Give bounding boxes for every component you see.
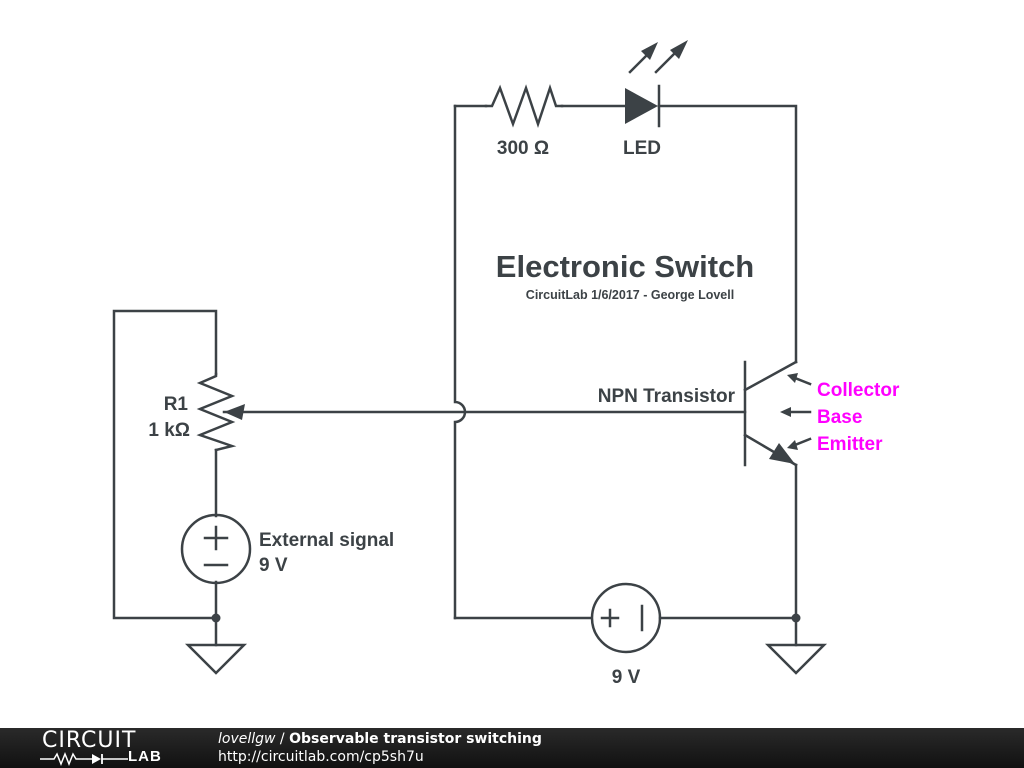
footer-info: lovellgw / Observable transistor switchi… bbox=[218, 730, 542, 766]
ground-left bbox=[184, 613, 248, 675]
footer-bar: CIRCUIT LAB lovellgw / Observable transi… bbox=[0, 728, 1024, 768]
external-signal-value: 9 V bbox=[259, 555, 288, 576]
resistor-300-value: 300 Ω bbox=[497, 138, 549, 159]
led-label: LED bbox=[623, 138, 661, 159]
led[interactable] bbox=[625, 40, 688, 128]
potentiometer-name: R1 bbox=[164, 394, 189, 415]
author-link[interactable]: lovellgw bbox=[218, 731, 276, 747]
npn-transistor[interactable] bbox=[222, 360, 798, 467]
resistor-300-ohm[interactable] bbox=[484, 84, 564, 128]
circuit-url[interactable]: http://circuitlab.com/cp5sh7u bbox=[218, 749, 424, 765]
circuit-schematic: 300 Ω LED Electronic Switch CircuitLab 1… bbox=[112, 40, 900, 688]
potentiometer-value: 1 kΩ bbox=[148, 420, 190, 441]
potentiometer-r1[interactable] bbox=[196, 372, 245, 452]
battery-value: 9 V bbox=[612, 667, 641, 688]
circuitlab-logo[interactable]: CIRCUIT LAB bbox=[40, 730, 180, 766]
base-pointer-arrow bbox=[780, 407, 812, 417]
logo-circuit-icon bbox=[40, 752, 128, 766]
diagram-title: Electronic Switch bbox=[496, 249, 754, 284]
transistor-label: NPN Transistor bbox=[598, 386, 736, 407]
logo-circuit-text: CIRCUIT bbox=[42, 728, 137, 753]
battery-9v[interactable] bbox=[590, 582, 662, 654]
logo-lab-text: LAB bbox=[128, 748, 162, 765]
circuit-title: Observable transistor switching bbox=[289, 731, 542, 747]
diagram-subtitle: CircuitLab 1/6/2017 - George Lovell bbox=[526, 288, 734, 302]
base-annotation: Base bbox=[817, 407, 862, 428]
collector-annotation: Collector bbox=[817, 380, 900, 401]
ground-right bbox=[764, 613, 828, 675]
emitter-pointer-arrow bbox=[787, 437, 812, 450]
emitter-annotation: Emitter bbox=[817, 434, 883, 455]
external-signal-label: External signal bbox=[259, 530, 394, 551]
footer-separator: / bbox=[275, 731, 290, 747]
collector-pointer-arrow bbox=[787, 373, 812, 386]
external-signal-source[interactable] bbox=[180, 513, 252, 585]
left-loop-wires bbox=[112, 309, 218, 647]
